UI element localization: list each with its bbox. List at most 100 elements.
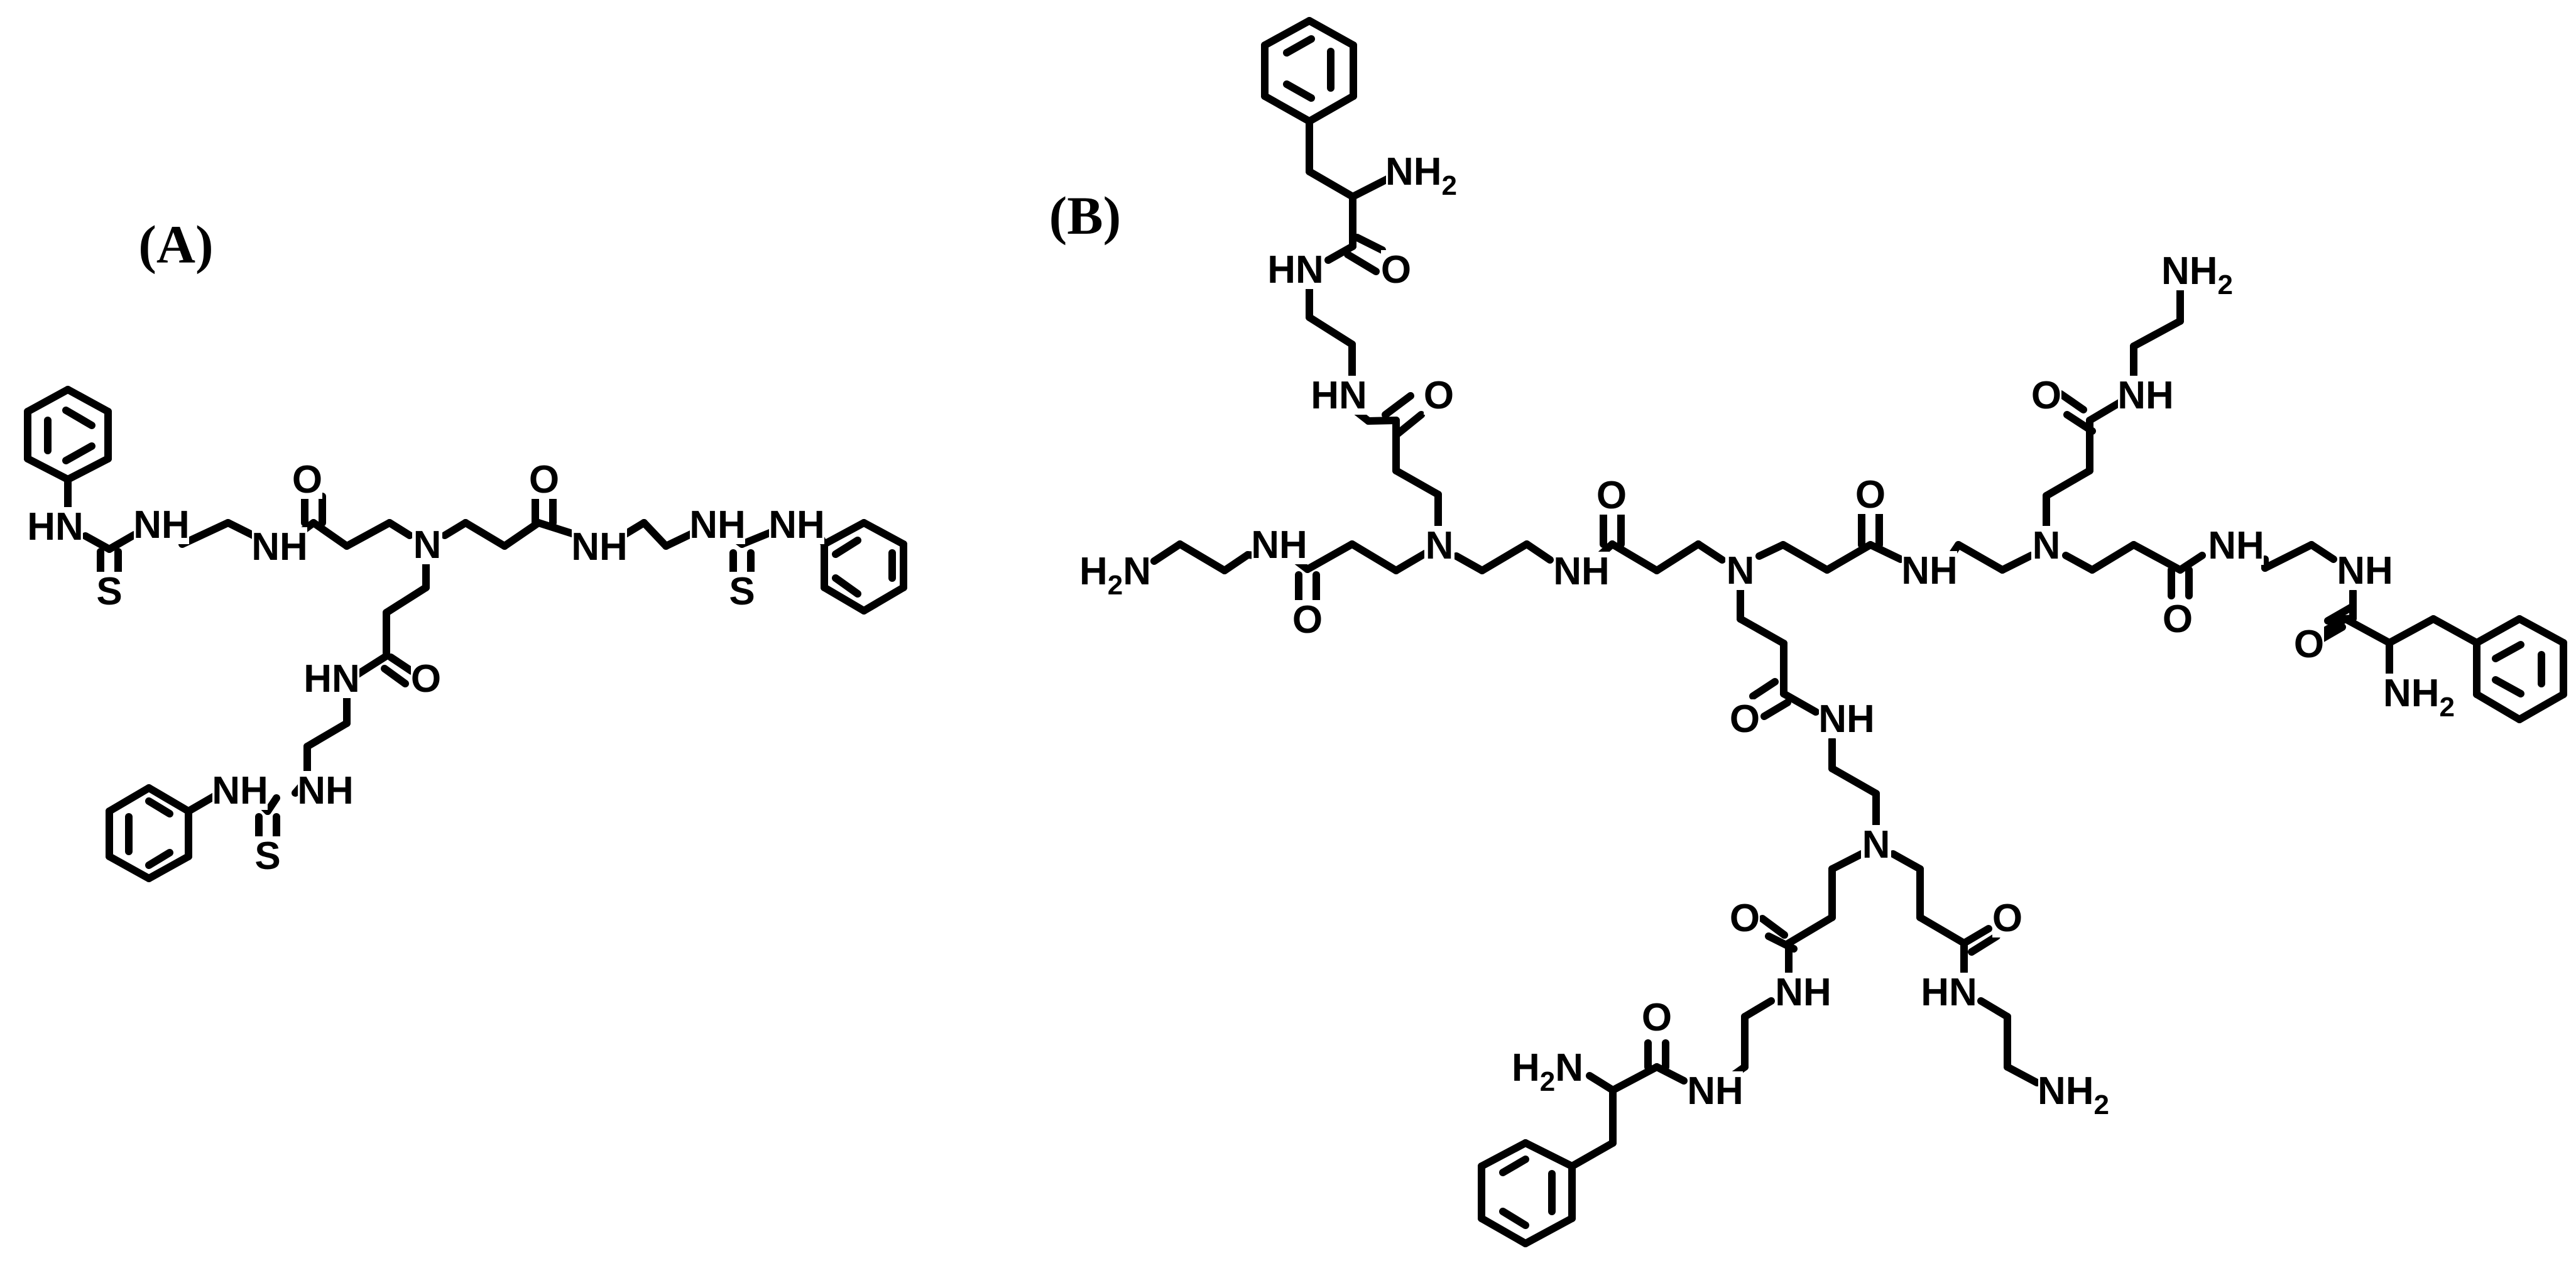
atom-label: O [2294,623,2324,666]
bond [1150,540,1184,565]
bond [860,519,907,548]
atom-label-background [1424,526,1454,565]
atom-label-background [1381,250,1411,289]
panel-a-label: (A) [138,214,213,275]
atom-label: N [1862,823,1891,866]
bond [1348,540,1400,574]
bond [1522,1139,1576,1170]
bond [1283,35,1315,57]
bond [462,519,508,550]
bond [1653,1063,1688,1085]
atom-label: N [1727,549,1755,593]
bond [82,532,113,553]
atom-label: O [529,458,559,501]
bond [145,849,173,869]
atom-label: H2N [1079,550,1151,601]
bond [821,519,868,548]
bond [1609,1063,1661,1094]
atom-label-background [572,527,627,566]
bond [1283,80,1315,102]
panel-a-bonds [24,386,907,882]
bond [1749,678,1779,700]
bond [2386,615,2437,647]
atom-label: NH [689,503,746,547]
bond [1382,392,1414,418]
atom-label: HN [27,505,84,549]
atom-label-background [2162,251,2232,290]
atom-label-background [2031,526,2061,565]
atom-label: N [413,523,442,567]
atom-label: O [1292,598,1323,642]
atom-label: O [1596,474,1627,517]
bond [1999,552,2035,574]
bond [1306,17,1357,49]
bond [2261,541,2315,572]
bond [1737,615,1787,647]
atom-label-background [412,525,442,564]
atom-label: NH [251,525,308,569]
bond [1392,467,1442,498]
bond [1828,850,1865,873]
bond [1478,1215,1529,1247]
atom-label-background [1725,551,1755,590]
atom-label-background [2163,599,2193,638]
atom-label: O [1992,897,2022,940]
bond [2492,641,2524,662]
bond [24,386,72,415]
atom-label-background [252,527,307,566]
bond [1867,541,1904,563]
bond [2308,541,2337,563]
bond [1695,540,1726,564]
bond [1916,914,1968,947]
bond [106,784,153,815]
bond [1306,168,1356,200]
bond [1955,541,2006,574]
bond [386,519,413,539]
bond [2321,615,2349,635]
atom-label: HN [303,657,360,701]
bond [1653,540,1702,574]
bond [1349,175,1392,200]
atom-label-background [28,507,83,546]
bond [106,531,138,553]
bond [106,853,153,882]
bond [738,528,777,548]
bond [2176,552,2206,574]
atom-label: O [1381,248,1411,292]
bond [178,519,232,548]
atom-label: NH2 [2383,672,2455,723]
bond [832,574,861,598]
bond [62,407,96,429]
atom-label-background [1252,525,1307,564]
atom-label: NH [1553,550,1610,593]
bond [1392,550,1429,574]
bond [2057,390,2087,413]
atom-label-background [1688,1071,1743,1110]
bond [2473,615,2523,647]
bond [501,519,542,550]
bond [1741,997,1775,1020]
bond [2043,467,2093,500]
atom-label: NH [1901,549,1958,593]
atom-label-background [2208,526,2264,565]
bond [1968,932,2000,956]
bond [1960,925,1992,947]
bond [1755,541,1787,560]
bond [1523,540,1554,564]
atom-label: NH [571,525,628,569]
atom-label: O [411,657,441,701]
atom-label: NH [297,769,354,812]
atom-label: NH [133,503,190,547]
bond [2004,1063,2041,1086]
bond [1344,251,1380,275]
atom-label: O [1855,473,1886,516]
bond [2516,615,2567,647]
atom-label: S [254,834,280,878]
atom-label-background [1386,152,1456,191]
atom-label-background [1292,600,1323,639]
atom-label-background [298,771,353,810]
atom-label: HN [1921,971,1977,1014]
atom-label-background [1311,376,1367,415]
